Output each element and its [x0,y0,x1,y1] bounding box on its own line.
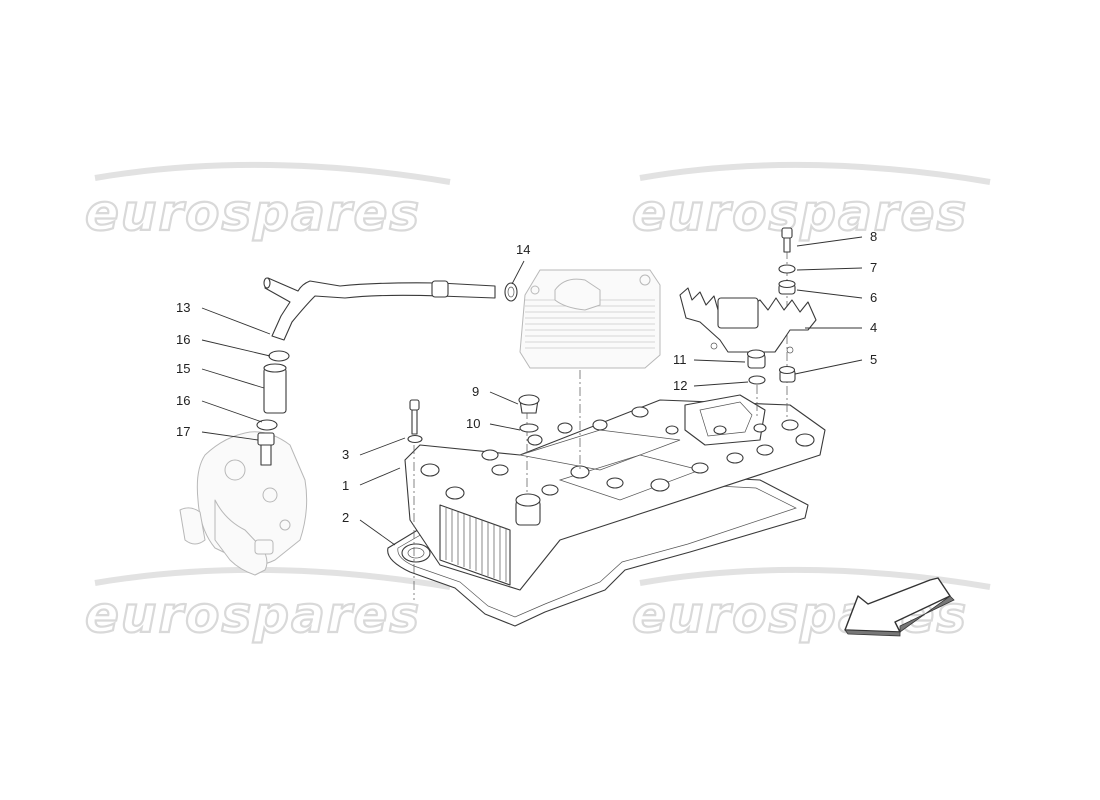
clamp-part-16-upper [268,350,290,362]
callout-8: 8 [870,229,877,244]
callout-labels: 1 2 3 4 5 6 7 8 9 10 11 12 13 14 15 16 1… [176,229,877,525]
clamp-part-16-lower [256,419,278,431]
washer-part-7 [778,264,796,274]
direction-arrow-icon [844,577,955,637]
callout-15: 15 [176,361,190,376]
oil-cooler-ghost [519,269,661,369]
bush-part-11 [746,349,766,369]
callout-3: 3 [342,447,349,462]
engine-housing-ghost [179,431,308,576]
watermark-top-left: eurospares [85,184,421,242]
callout-14: 14 [516,242,530,257]
bolt-part-3 [407,399,423,444]
callout-13: 13 [176,300,190,315]
callout-leaders [201,236,863,546]
callout-2: 2 [342,510,349,525]
fitting-part-17 [257,432,275,466]
callout-17: 17 [176,424,190,439]
callout-5: 5 [870,352,877,367]
hose-part-15 [263,363,287,414]
plug-part-9 [518,394,540,414]
watermark-top-right: eurospares [632,184,968,242]
washer-part-12 [748,375,766,385]
callout-1: 1 [342,478,349,493]
spacer-part-5 [778,365,796,383]
watermark-bottom-left: eurospares [85,586,421,644]
callout-7: 7 [870,260,877,275]
bush-part-6 [778,279,796,295]
watermark-group: eurospares eurospares eurospares eurospa… [84,161,991,645]
callout-16-lower: 16 [176,393,190,408]
callout-9: 9 [472,384,479,399]
callout-12: 12 [673,378,687,393]
breather-pipe-part-13 [263,277,496,341]
callout-6: 6 [870,290,877,305]
callout-16-upper: 16 [176,332,190,347]
clamp-part-14 [504,282,518,302]
callout-10: 10 [466,416,480,431]
callout-11: 11 [673,352,687,367]
callout-4: 4 [870,320,877,335]
sump-body [404,394,826,591]
sump-bosses [420,406,815,526]
bolt-part-8 [781,227,793,253]
washer-part-10 [519,423,539,433]
